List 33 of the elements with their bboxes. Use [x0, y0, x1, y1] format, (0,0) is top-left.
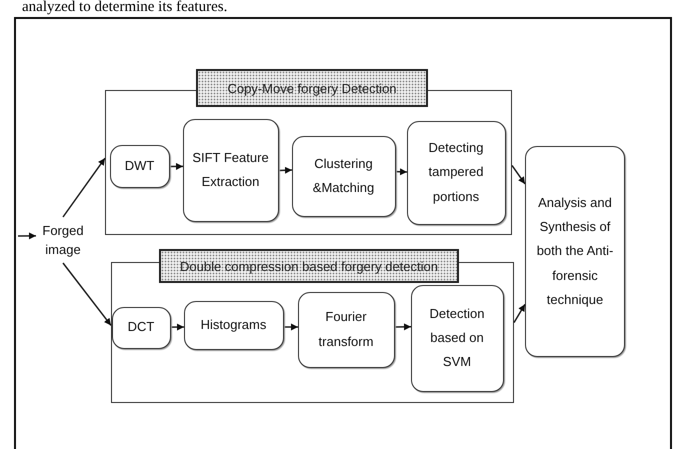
- process-box: [406, 120, 506, 224]
- body-text: analyzed to determine its features.: [22, 0, 228, 15]
- arrow: [394, 323, 412, 330]
- step-text: DWT: [124, 156, 154, 175]
- group-heading: Double compression based forgery detection: [159, 249, 459, 283]
- process-box: [110, 144, 170, 188]
- arrow: [170, 162, 183, 170]
- process-box: [182, 118, 278, 222]
- step-text: Histograms: [200, 316, 266, 334]
- arrow: [396, 168, 408, 176]
- arrow: [278, 166, 292, 174]
- arrow: [170, 324, 184, 331]
- step-text: SIFT Feature Extraction: [191, 148, 270, 191]
- process-box: [298, 292, 394, 368]
- group-heading: Copy-Move forgery Detection: [196, 69, 428, 107]
- step-text: DCT: [128, 318, 154, 336]
- arrow: [62, 158, 106, 218]
- process-box: [112, 306, 170, 348]
- process-box: [525, 146, 625, 357]
- step-text: Detection based on SVM: [428, 304, 486, 372]
- process-box: [184, 300, 284, 350]
- input-label: Forged image: [36, 217, 90, 263]
- arrow: [284, 323, 298, 330]
- arrow: [18, 232, 36, 240]
- arrow: [62, 262, 112, 326]
- process-box: [292, 136, 396, 216]
- step-text: Clustering &Matching: [312, 154, 376, 197]
- step-text: Analysis and Synthesis of both the Anti-forensic technique: [536, 194, 614, 309]
- arrow: [513, 304, 526, 324]
- arrow: [511, 164, 526, 184]
- step-text: Detecting tampered portions: [428, 139, 484, 206]
- step-text: Fourier transform: [318, 308, 374, 350]
- process-box: [410, 284, 504, 392]
